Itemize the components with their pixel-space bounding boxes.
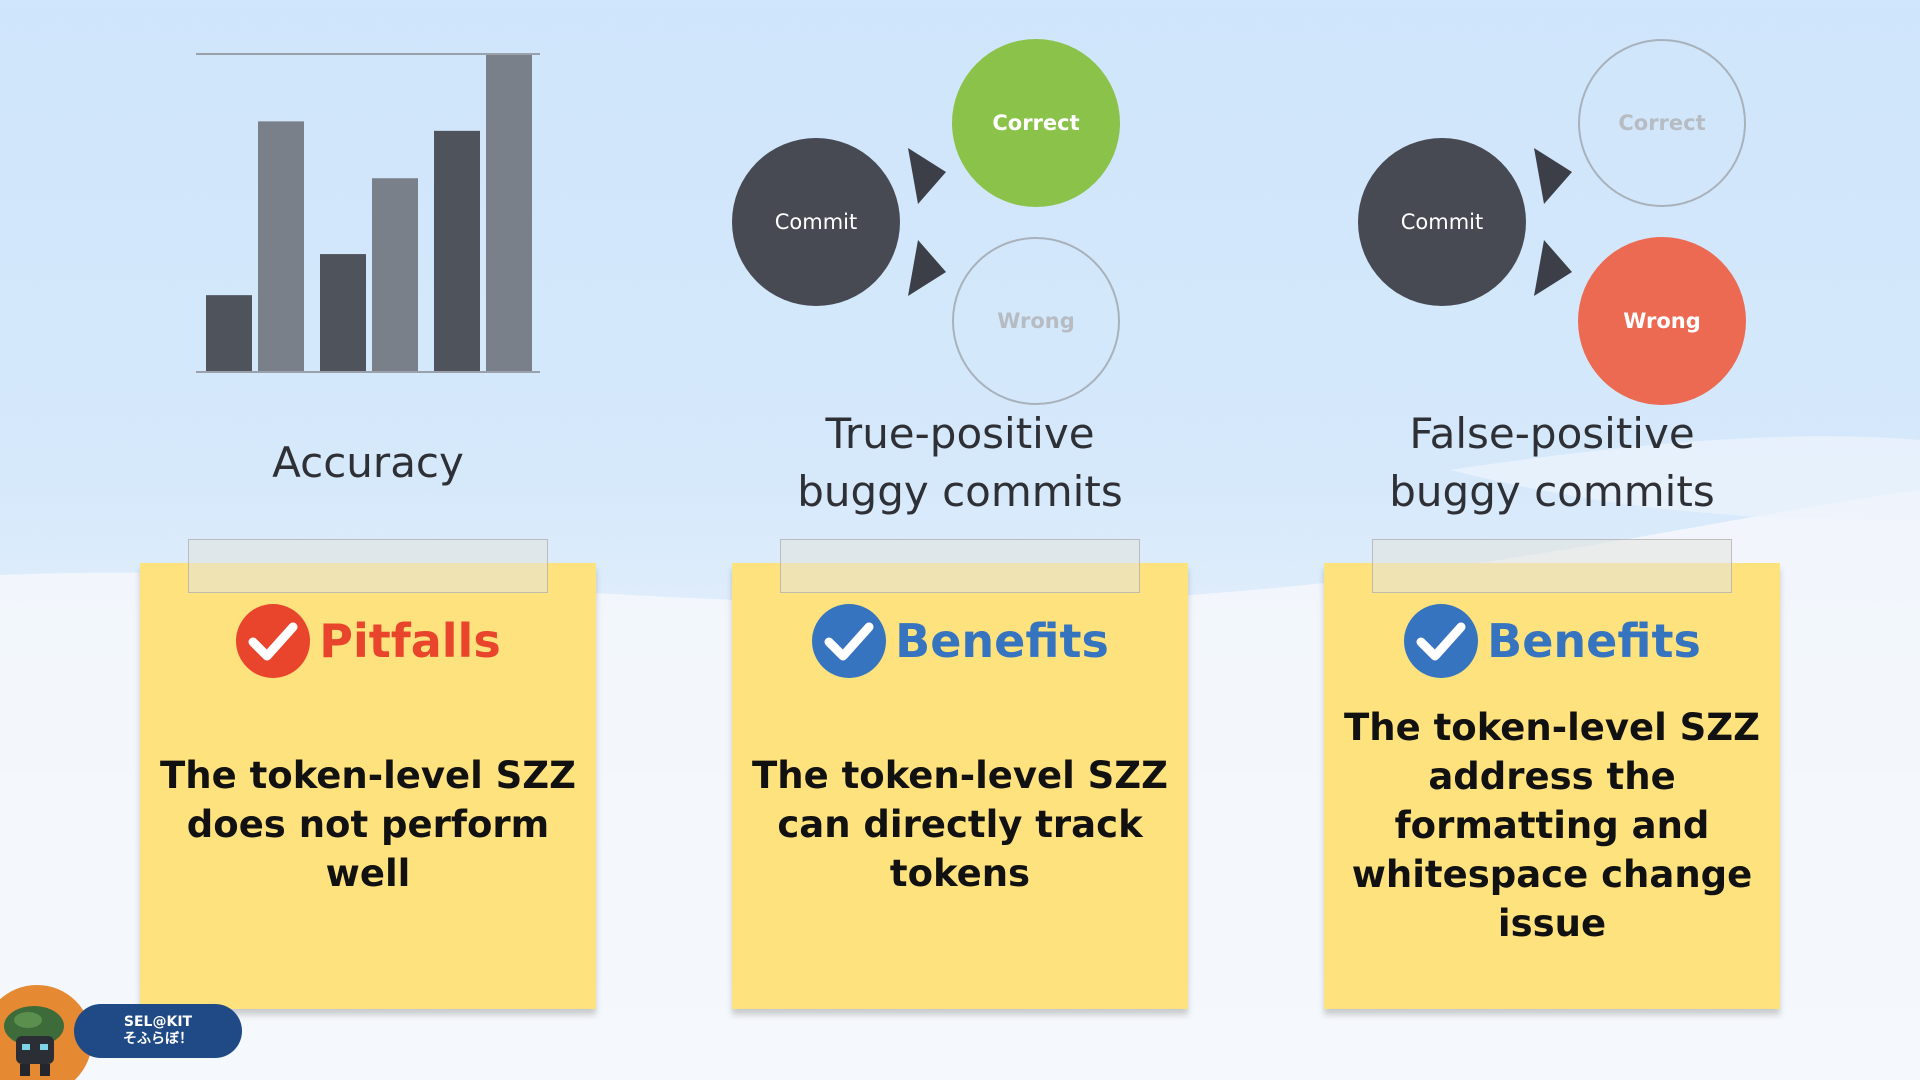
chart-bar-3a — [434, 130, 480, 371]
arrow-up-right-icon — [908, 148, 946, 204]
arrow-up-right-icon — [1534, 148, 1572, 204]
arrow-down-right-icon — [1534, 240, 1572, 296]
note-label: Benefits — [895, 614, 1109, 668]
mascot-icon — [4, 1006, 64, 1076]
chart-bar-2a — [320, 254, 366, 371]
sticky-note-pitfalls: Pitfalls The token-level SZZ does not pe… — [140, 563, 596, 1009]
correct-circle-false-positive: Correct — [1578, 39, 1746, 207]
chart-bar-1a — [206, 295, 252, 371]
false-positive-caption: False-positive buggy commits — [1389, 409, 1715, 516]
check-circle-icon — [812, 604, 887, 678]
note-text: The token-level SZZ does not perform wel… — [160, 754, 576, 895]
logo-badge: SEL@KIT そふらぼ！ — [74, 1004, 242, 1058]
note-text: The token-level SZZ address the formatti… — [1344, 706, 1760, 945]
note-header: Benefits — [1324, 603, 1780, 679]
note-label: Benefits — [1487, 614, 1701, 668]
commit-circle-false-positive: Commit — [1358, 138, 1526, 306]
tape — [188, 539, 548, 593]
note-text: The token-level SZZ can directly track t… — [752, 754, 1168, 895]
note-label: Pitfalls — [319, 614, 501, 668]
chart-bar-2b — [372, 178, 418, 371]
check-circle-icon — [1404, 604, 1479, 678]
wrong-circle-true-positive: Wrong — [952, 237, 1120, 405]
sticky-note-benefits-1: Benefits The token-level SZZ can directl… — [732, 563, 1188, 1009]
true-positive-caption: True-positive buggy commits — [797, 409, 1123, 516]
chart-bar-1b — [258, 121, 304, 371]
tape — [1372, 539, 1732, 593]
note-header: Pitfalls — [140, 603, 596, 679]
note-header: Benefits — [732, 603, 1188, 679]
correct-circle-true-positive: Correct — [952, 39, 1120, 207]
bar-chart-icon — [196, 53, 540, 373]
sticky-note-benefits-2: Benefits The token-level SZZ address the… — [1324, 563, 1780, 1009]
commit-circle-true-positive: Commit — [732, 138, 900, 306]
check-circle-icon — [236, 604, 311, 678]
arrow-down-right-icon — [908, 240, 946, 296]
chart-caption: Accuracy — [272, 438, 464, 487]
tape — [780, 539, 1140, 593]
chart-bar-3b — [486, 55, 532, 371]
logo-line-1: SEL@KIT — [123, 1014, 193, 1030]
logo-line-2: そふらぼ！ — [123, 1031, 193, 1047]
wrong-circle-false-positive: Wrong — [1578, 237, 1746, 405]
